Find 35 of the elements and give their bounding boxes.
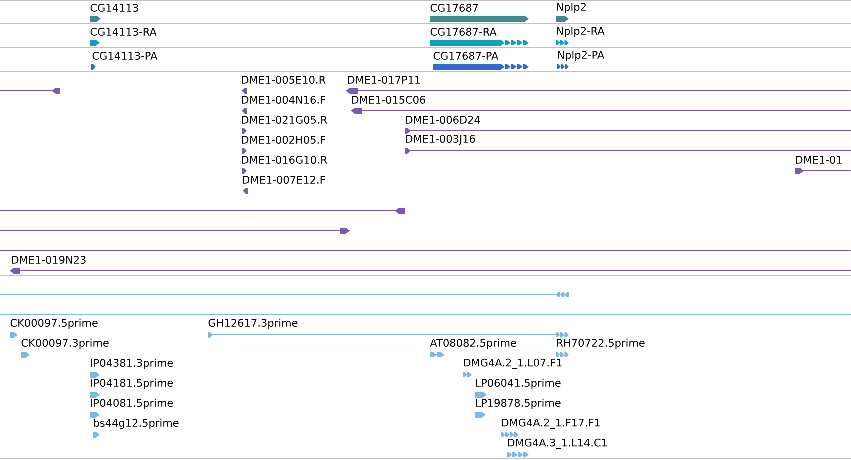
- feature-label: DME1-015C06: [352, 96, 426, 104]
- feature-label: IP04181.5prime: [91, 378, 174, 390]
- feature-label: RH70722.5prime: [557, 338, 645, 350]
- feature-label: CG14113-PA: [92, 52, 158, 60]
- feature-label: CK00097.3prime: [22, 338, 109, 350]
- feature-label: CG14113-RA: [90, 28, 157, 36]
- feature-label: bs44g12.5prime: [94, 418, 179, 430]
- feature-label: Nplp2-PA: [558, 50, 605, 62]
- feature-label: IP04381.3prime: [91, 358, 174, 370]
- feature-label: DMG4A.2_1.F17.F1: [502, 418, 600, 430]
- feature-label: DME1-01: [796, 156, 842, 164]
- feature-label: Nplp2: [557, 2, 586, 14]
- feature-label: CG17687-RA: [430, 28, 497, 36]
- feature-label: DME1-007E12.F: [243, 176, 326, 184]
- feature-label: DME1-003J16: [406, 135, 476, 145]
- feature-label: LP19878.5prime: [476, 398, 561, 410]
- feature-label: Nplp2-RA: [557, 26, 605, 38]
- feature-label: CG17687-PA: [434, 52, 499, 60]
- feature-label: DME1-005E10.R: [242, 76, 326, 84]
- feature-label: GH12617.3prime: [208, 318, 298, 330]
- feature-label: DMG4A.3_1.L14.C1: [508, 438, 608, 450]
- feature-label: DME1-017P11: [348, 76, 420, 84]
- feature-label: IP04081.5prime: [91, 398, 174, 410]
- feature-label: CG17687: [430, 4, 478, 12]
- feature-label: DME1-006D24: [406, 116, 480, 124]
- feature-label: DME1-016G10.R: [242, 156, 328, 164]
- feature-label: CG14113: [90, 4, 138, 12]
- feature-label: DME1-019N23: [12, 256, 86, 264]
- feature-label: AT08082.5prime: [430, 338, 516, 350]
- feature-label: CK00097.5prime: [10, 318, 98, 330]
- feature-label: DME1-021G05.R: [242, 116, 328, 124]
- feature-label: DMG4A.2_1.L07.F1: [464, 358, 562, 370]
- feature-label: LP06041.5prime: [476, 378, 561, 390]
- feature-label: DME1-002H05.F: [242, 136, 326, 144]
- feature-label: DME1-004N16.F: [242, 96, 326, 104]
